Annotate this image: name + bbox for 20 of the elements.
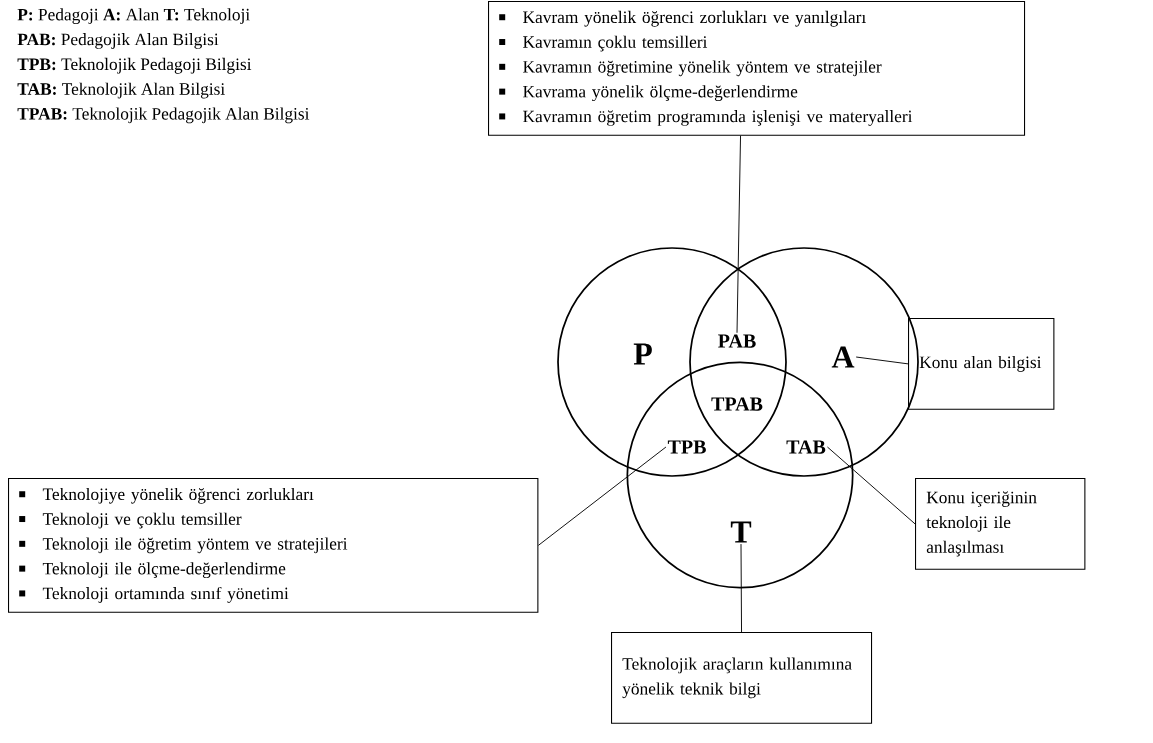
leader-line [736,135,741,334]
key-text: P: Pedagoji A: Alan T: Teknoloji PAB: Pedagojik Alan Bilgisi TPB: Teknolojik Pedagoji Bilgisi TAB: Teknolojik Alan Bilgisi TPAB: Teknolojik Pedagojik Alan Bilgisi [17,8,310,124]
label: TAB: Teknolojik Alan Bilgisi [17,82,225,99]
region-label: PAB [718,334,756,348]
label: P: Pedagoji A: Alan T: Teknoloji [17,8,250,25]
text-box: Teknolojik araçların kullanımına yönelik teknik bilgi [611,632,873,724]
leader-line [855,356,909,365]
region-label: TAB [786,440,826,454]
leader-line [826,446,916,525]
label: PAB: Pedagojik Alan Bilgisi [17,33,219,49]
bullet-list-box: Teknolojiye yönelik öğrenci zorlukları Teknoloji ve çoklu temsiller Teknoloji ile öğretim yöntem ve stratejileri Teknoloji ile ölçme-değerlendirme Teknoloji ortamında sınıf yönetimi [8,478,539,613]
text-box: Konu içeriğinin teknoloji ile anlaşılması [915,478,1086,570]
leader-line [740,543,742,633]
region-label: TPAB [711,397,763,411]
bullet-list-box: Kavram yönelik öğrenci zorlukları ve yanılgıları Kavramın çoklu temsilleri Kavramın öğretimine yönelik yöntem ve stratejiler Kavrama yönelik ölçme-değerlendirme Kavramın öğretim programında işlenişi ve materyalleri [488,1,1026,136]
label: TPAB: Teknolojik Pedagojik Alan Bilgisi [17,107,310,124]
leader-line [537,446,667,546]
label: TPB: Teknolojik Pedagoji Bilgisi [17,57,252,74]
text-box: Konu alan bilgisi [908,318,1055,410]
region-label: TPB [667,440,706,454]
